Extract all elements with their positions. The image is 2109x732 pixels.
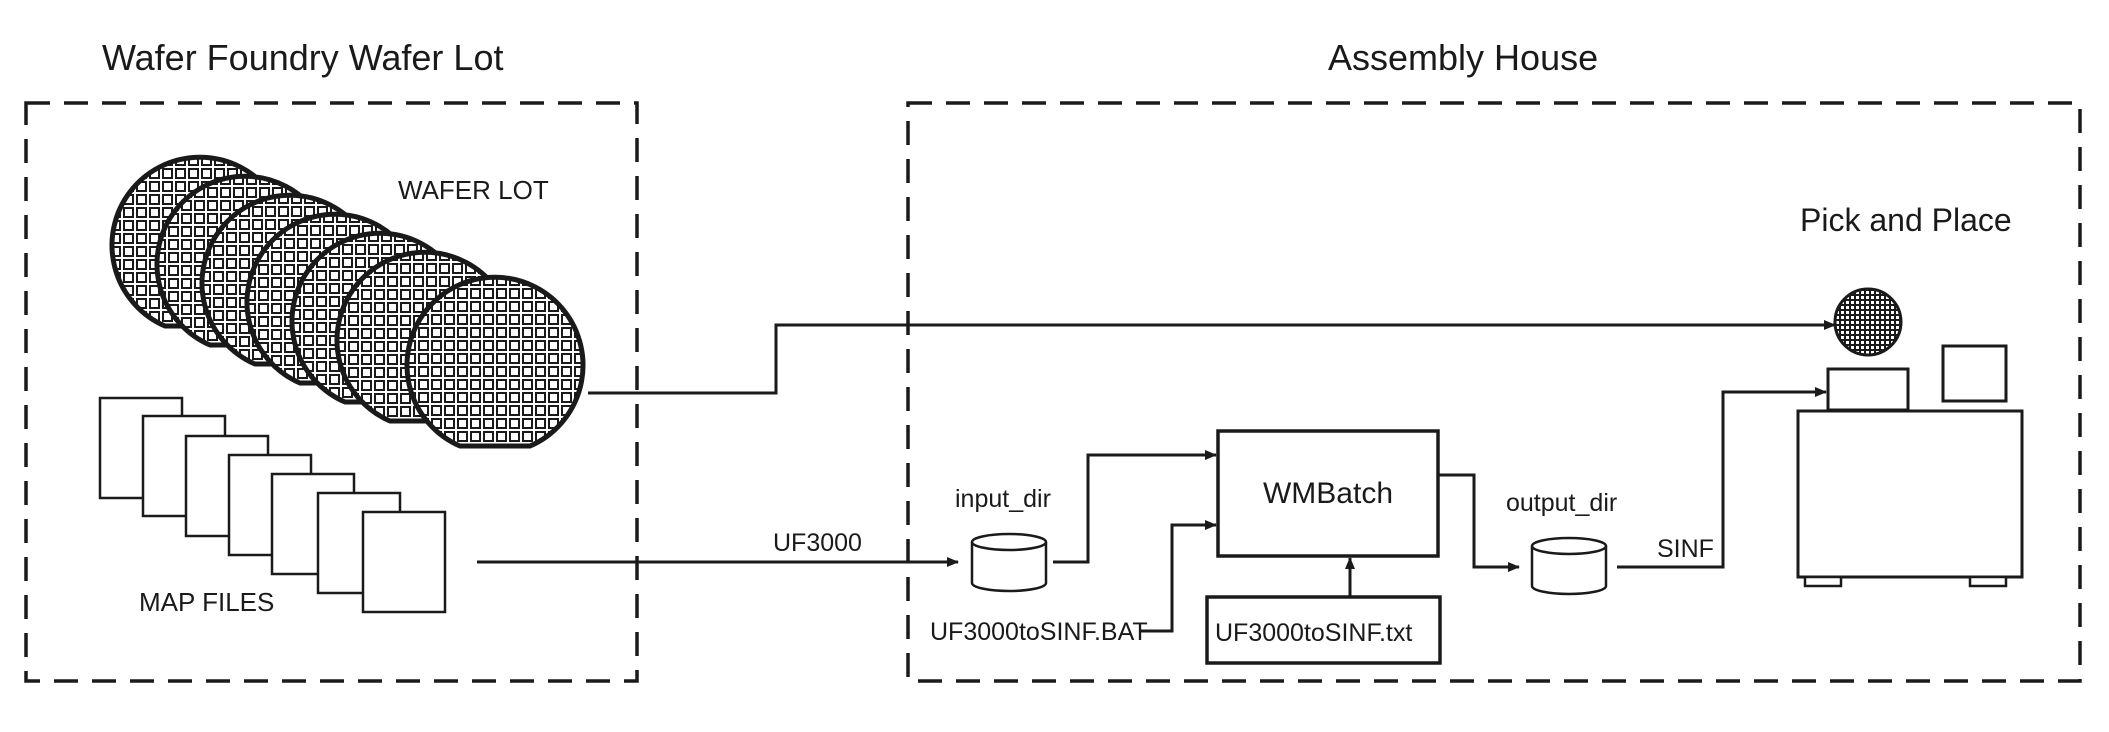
wafer-to-pick-and-place-arrow xyxy=(588,320,1836,395)
pick-and-place-machine-icon xyxy=(1796,287,2024,588)
uf3000-format-label: UF3000 xyxy=(773,529,862,557)
assembly-region-box xyxy=(906,101,2082,683)
sinf-format-label: SINF xyxy=(1657,535,1714,563)
input-dir-to-wmbatch-arrow xyxy=(1053,450,1217,564)
config-txt-file-label: UF3000toSINF.txt xyxy=(1215,619,1412,647)
document-icon xyxy=(361,510,447,614)
wafer-icon xyxy=(407,277,583,446)
map-files-stack xyxy=(98,396,447,614)
foundry-region-box xyxy=(24,101,639,683)
wmbatch-to-output-dir-arrow xyxy=(1439,473,1520,572)
foundry-region-title: Wafer Foundry Wafer Lot xyxy=(102,37,503,78)
wafer-icon xyxy=(1833,287,1903,357)
wmbatch-label: WMBatch xyxy=(1263,477,1393,510)
config-txt-file-box xyxy=(1205,595,1442,665)
pick-and-place-title: Pick and Place xyxy=(1800,202,2012,238)
bat-file-to-wmbatch-arrow xyxy=(1140,520,1217,633)
bat-file-label: UF3000toSINF.BAT xyxy=(930,618,1148,646)
database-cylinder-icon xyxy=(970,532,1048,593)
wafer-lot-label: WAFER LOT xyxy=(398,175,549,205)
map-files-label: MAP FILES xyxy=(139,587,274,617)
database-cylinder-icon xyxy=(1530,536,1608,596)
output-dir-to-pick-and-place-arrow xyxy=(1617,387,1827,569)
input-dir-label: input_dir xyxy=(955,485,1051,513)
assembly-region-title: Assembly House xyxy=(1328,37,1598,78)
wmbatch-box xyxy=(1216,429,1440,558)
output-dir-label: output_dir xyxy=(1506,489,1617,517)
